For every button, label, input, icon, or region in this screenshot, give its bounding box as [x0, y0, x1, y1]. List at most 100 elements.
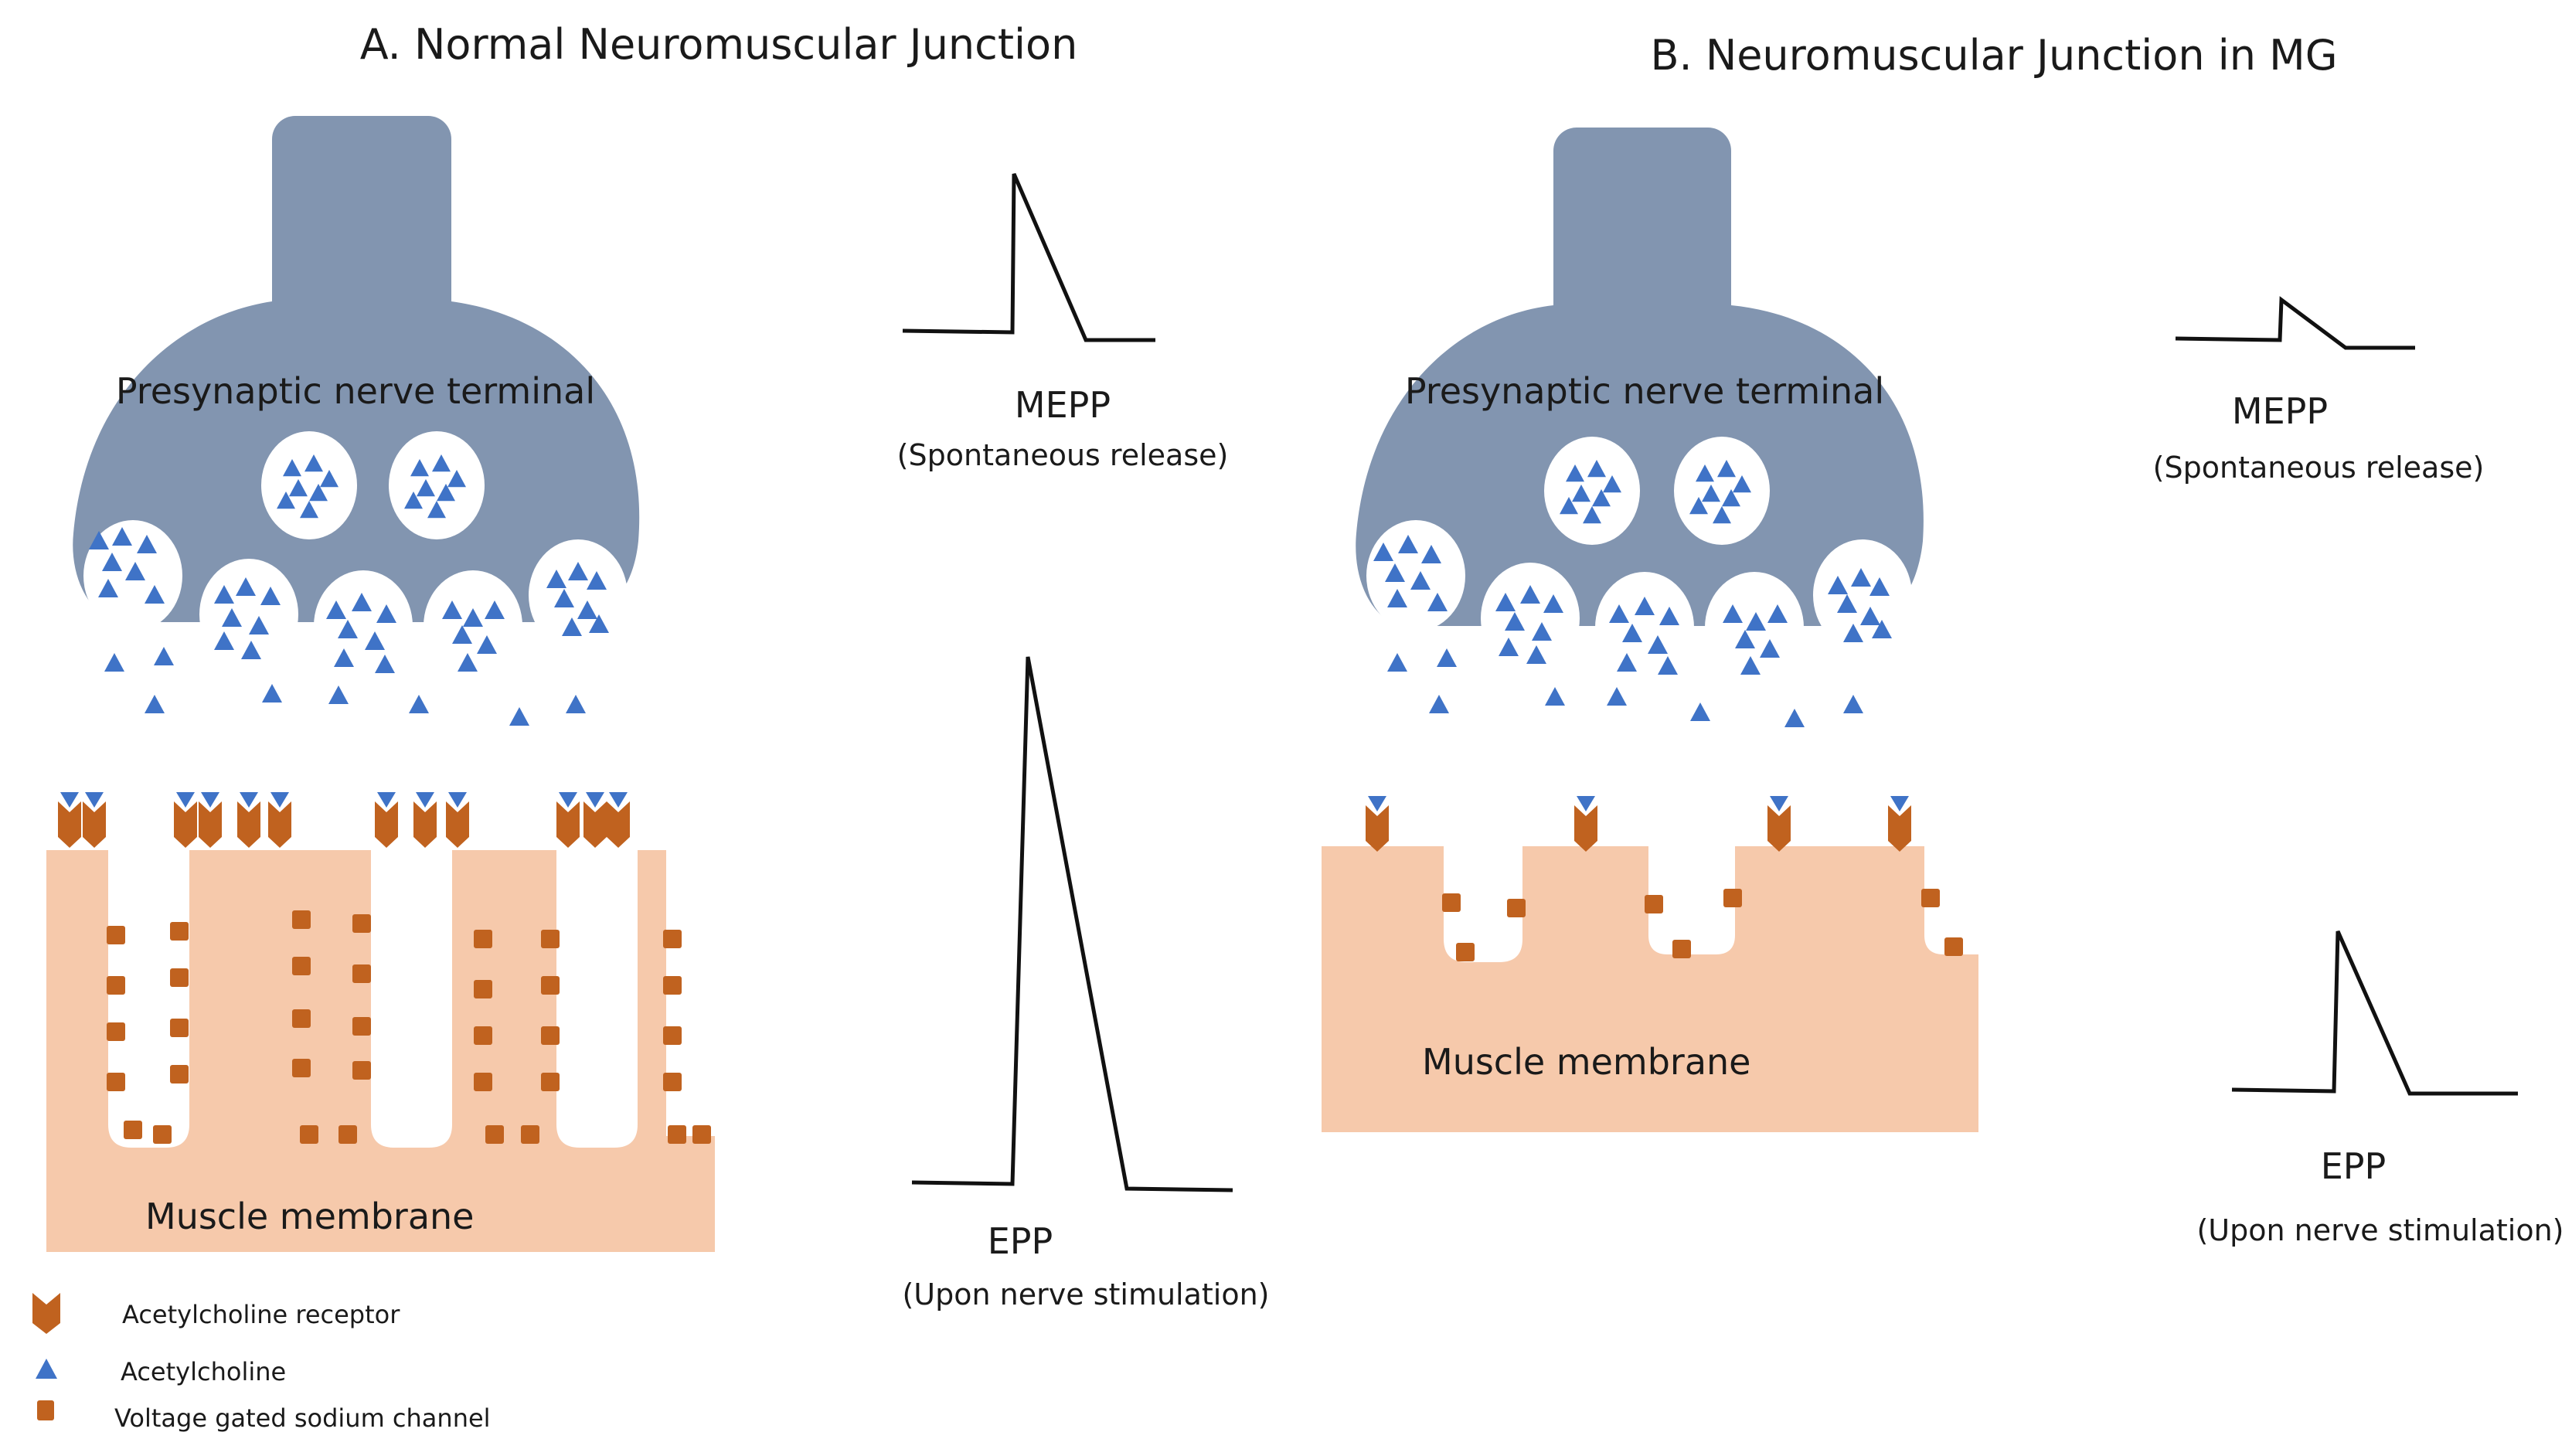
receptor-body — [446, 801, 469, 848]
vesicle-membrane — [389, 431, 485, 539]
receptor-body — [268, 801, 291, 848]
acetylcholine-molecule — [442, 600, 462, 620]
sodium-channel-icon — [37, 1400, 54, 1420]
receptor-body — [1574, 805, 1597, 852]
acetylcholine-molecule — [277, 492, 295, 509]
acetylcholine-receptor — [199, 792, 222, 848]
bound-acetylcholine — [60, 792, 79, 808]
acetylcholine-receptor-icon — [32, 1293, 60, 1334]
acetylcholine-molecule — [1740, 656, 1761, 675]
sodium-channel-group-mg — [1442, 889, 1963, 961]
bound-acetylcholine — [1577, 796, 1595, 811]
acetylcholine-molecule — [145, 695, 165, 714]
mepp-label-normal: MEPP — [1015, 384, 1111, 426]
mepp-sub-normal: (Spontaneous release) — [897, 438, 1229, 472]
acetylcholine-molecule — [485, 600, 505, 620]
acetylcholine-molecule — [1526, 645, 1546, 665]
acetylcholine-receptor — [268, 792, 291, 848]
acetylcholine-molecule — [1702, 485, 1720, 502]
sodium-channel — [692, 1125, 711, 1144]
acetylcholine-molecule — [410, 459, 429, 477]
acetylcholine-receptor — [446, 792, 469, 848]
acetylcholine-molecule — [452, 625, 472, 645]
bound-acetylcholine — [270, 792, 289, 808]
acetylcholine-molecule — [1499, 638, 1519, 657]
receptor-group-normal — [58, 792, 630, 848]
sodium-channel — [1442, 893, 1461, 912]
acetylcholine-molecule — [587, 571, 607, 590]
acetylcholine-molecule — [1495, 593, 1516, 612]
bound-acetylcholine — [1770, 796, 1788, 811]
receptor-body — [607, 801, 630, 848]
acetylcholine-molecule — [1385, 563, 1405, 583]
nerve-axon-mg — [1553, 128, 1731, 336]
acetylcholine-molecule — [262, 684, 282, 703]
acetylcholine-molecule — [463, 608, 483, 628]
acetylcholine-molecule — [1603, 475, 1621, 493]
acetylcholine-molecule — [458, 653, 478, 672]
acetylcholine-molecule — [300, 501, 318, 519]
acetylcholine-molecule — [376, 604, 396, 624]
sodium-channel — [1723, 889, 1742, 907]
sodium-channel — [124, 1121, 142, 1139]
sodium-channel — [1456, 943, 1475, 961]
receptor-body — [1366, 805, 1389, 852]
acetylcholine-molecule — [1532, 622, 1552, 641]
bound-acetylcholine — [448, 792, 467, 808]
acetylcholine-molecule — [1860, 607, 1880, 626]
receptor-body — [1767, 805, 1791, 852]
acetylcholine-molecule — [1622, 624, 1642, 643]
nerve-axon-normal — [272, 116, 451, 332]
sodium-channel — [474, 980, 492, 998]
acetylcholine-molecule — [1421, 545, 1441, 564]
acetylcholine-molecule — [1398, 535, 1418, 554]
sodium-channel — [292, 957, 311, 975]
acetylcholine-molecule — [1722, 489, 1740, 507]
acetylcholine-molecule — [427, 501, 446, 519]
sodium-channel — [339, 1125, 357, 1144]
sodium-channel — [352, 1017, 371, 1036]
acetylcholine-molecule — [1520, 585, 1540, 604]
acetylcholine-molecule — [154, 647, 174, 666]
acetylcholine-molecule — [1767, 604, 1788, 624]
bound-acetylcholine — [609, 792, 628, 808]
receptor-body — [199, 801, 222, 848]
receptor-body — [58, 801, 81, 848]
mepp-label-mg: MEPP — [2232, 390, 2328, 432]
acetylcholine-molecule — [1843, 624, 1863, 643]
acetylcholine-molecule — [1659, 607, 1679, 626]
bound-acetylcholine — [1890, 796, 1909, 811]
acetylcholine-molecule — [562, 617, 582, 637]
acetylcholine-molecule — [1635, 597, 1655, 616]
nerve-bulb-normal — [73, 301, 640, 622]
sodium-channel — [663, 1073, 682, 1091]
acetylcholine-molecule — [352, 593, 372, 612]
receptor-body — [174, 801, 197, 848]
acetylcholine-receptor — [58, 792, 81, 848]
acetylcholine-molecule — [320, 470, 339, 488]
vesicle-group-mg — [1366, 437, 1912, 683]
acetylcholine-molecule — [1837, 594, 1857, 614]
acetylcholine-molecule — [437, 484, 455, 502]
sodium-channel — [1921, 889, 1940, 907]
acetylcholine-molecule — [214, 585, 234, 604]
docking-vesicle — [1813, 539, 1912, 651]
sodium-channel — [352, 1061, 371, 1080]
sodium-channel — [107, 976, 125, 995]
sodium-channel — [541, 976, 560, 995]
synaptic-vesicle — [389, 431, 485, 539]
acetylcholine-molecule — [1828, 576, 1848, 595]
muscle-label-mg: Muscle membrane — [1422, 1041, 1750, 1083]
epp-trace-mg — [2231, 930, 2518, 1096]
acetylcholine-receptor — [174, 792, 197, 848]
legend-label-acetylcholine: Acetylcholine — [121, 1357, 286, 1386]
acetylcholine-molecule — [404, 492, 423, 509]
acetylcholine-molecule — [375, 655, 395, 674]
receptor-body — [413, 801, 437, 848]
acetylcholine-receptor — [375, 792, 398, 848]
sodium-channel — [1645, 895, 1663, 913]
bound-acetylcholine — [586, 792, 604, 808]
sodium-channel — [170, 922, 189, 941]
acetylcholine-molecule — [1733, 475, 1751, 493]
